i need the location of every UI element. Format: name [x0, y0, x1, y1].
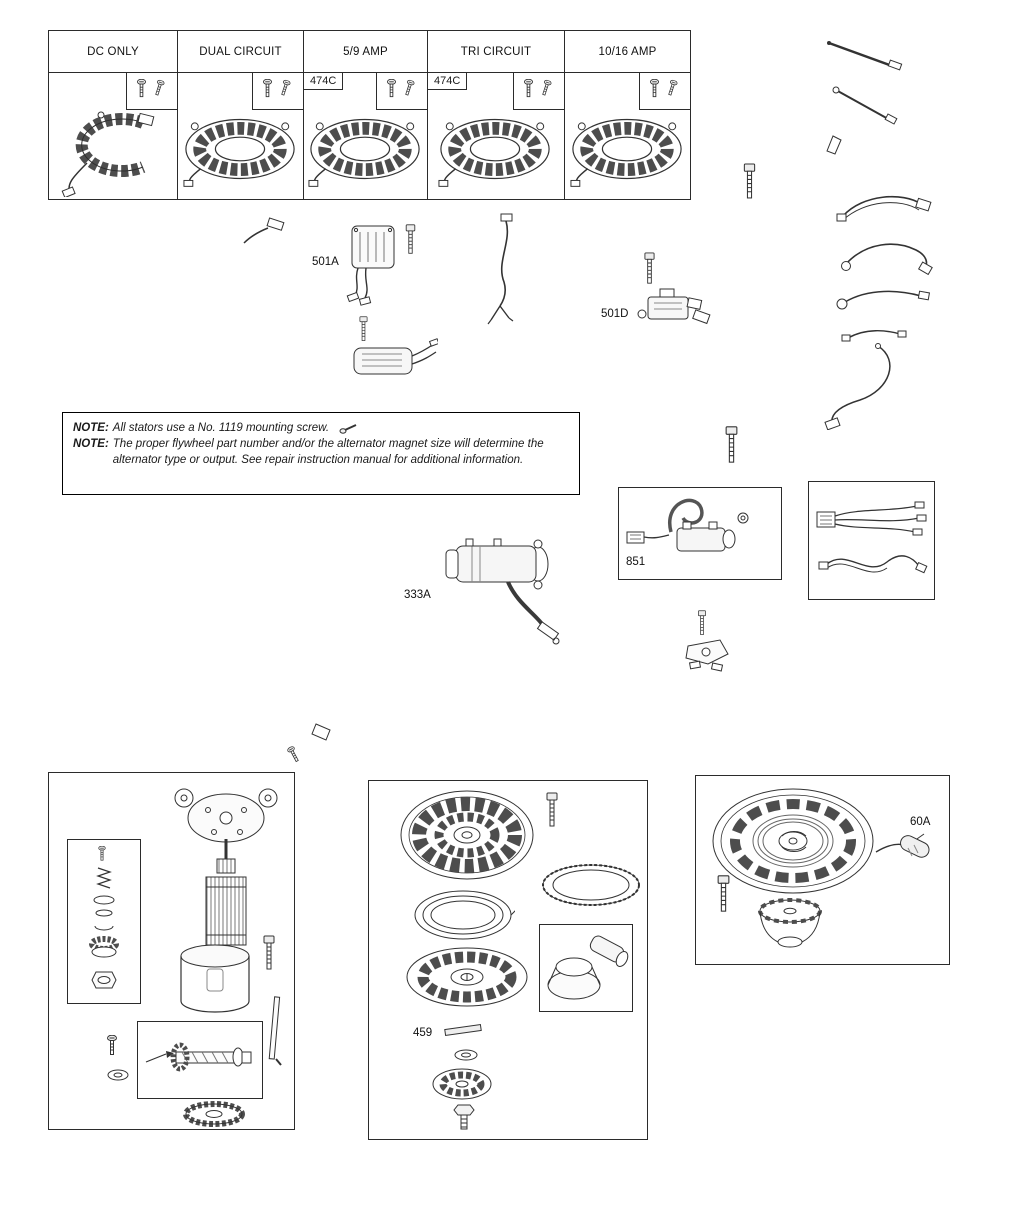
- note-line-1: NOTE: All stators use a No. 1119 mountin…: [73, 420, 569, 436]
- part-tag-474c: 474C: [427, 72, 468, 90]
- label-459: 459: [413, 1027, 433, 1039]
- wire-clip-illustration: [243, 217, 285, 244]
- panel-label: 5/9 AMP: [343, 45, 388, 58]
- regulator-501d-illustration: [637, 288, 711, 325]
- stop-switch-illustration: [626, 498, 749, 552]
- brace-strip-illustration: [268, 996, 282, 1066]
- mounting-screw-inset: [376, 73, 427, 110]
- starter-drive-illustration: [145, 1042, 252, 1072]
- flywheel-illustration: [406, 947, 528, 1007]
- starter-cup-illustration: [758, 898, 822, 948]
- mounting-screw-inset: [639, 73, 690, 110]
- note-box: NOTE: All stators use a No. 1119 mountin…: [62, 412, 580, 495]
- screw-illustration: [405, 224, 416, 254]
- screw-illustration: [644, 252, 655, 284]
- panel-label: DUAL CIRCUIT: [199, 45, 282, 58]
- panel-dc-only: DC ONLY: [48, 30, 178, 200]
- starter-armature-illustration: [205, 839, 247, 965]
- label-60a: 60A: [910, 816, 931, 828]
- flywheel-nut-illustration: [453, 1104, 475, 1130]
- rewind-starter-box: 60A: [695, 775, 950, 965]
- through-bolt-illustration: [263, 935, 275, 970]
- mounting-screw-inset: [126, 73, 177, 110]
- note-line-2: NOTE: The proper flywheel part number an…: [73, 436, 569, 468]
- mounting-screw-inset: [252, 73, 303, 110]
- bracket-illustration: [685, 610, 729, 672]
- starter-hardware-inset: [67, 839, 141, 1004]
- ignition-parts-inset: [539, 924, 633, 1012]
- washer-illustration: [454, 1049, 478, 1061]
- spiral-spring-illustration: [414, 890, 515, 940]
- part-tag-474c: 474C: [303, 72, 344, 90]
- diode-harness-illustration: [487, 213, 514, 325]
- wiring-harness-illustration: [816, 501, 928, 574]
- panel-10-16-amp: 10/16 AMP: [564, 30, 691, 200]
- starter-drive-inset: [137, 1021, 263, 1099]
- cable-rod-illustration: [827, 41, 903, 71]
- panel-5-9-amp: 5/9 AMP 474C: [303, 30, 428, 200]
- dc-only-stator-illustration: [61, 111, 155, 197]
- 10-16-amp-stator-illustration: [568, 107, 686, 189]
- note-prefix: NOTE:: [73, 438, 109, 451]
- panel-tri-circuit: TRI CIRCUIT 474C: [427, 30, 565, 200]
- starter-hardware-illustration: [89, 846, 119, 989]
- harness-loop-illustration: [836, 195, 932, 222]
- label-501d: 501D: [601, 308, 629, 320]
- bolt-illustration: [725, 426, 738, 463]
- washer-illustration: [107, 1069, 129, 1081]
- pinion-gear-illustration: [183, 1101, 245, 1127]
- harness-wire-illustration: [836, 290, 931, 310]
- note-prefix: NOTE:: [73, 422, 109, 434]
- regulator-module-illustration: [353, 316, 438, 375]
- dual-circuit-stator-illustration: [181, 107, 299, 189]
- screw-glyph: [339, 424, 357, 434]
- rewind-starter-illustration: [712, 788, 874, 894]
- screw-illustration: [107, 1035, 117, 1055]
- bolt-illustration: [743, 163, 756, 199]
- electric-starter-box: [48, 772, 295, 1130]
- cable-rod-illustration: [832, 86, 898, 125]
- wiring-harness-box: [808, 481, 935, 600]
- flywheel-box: 459: [368, 780, 648, 1140]
- starter-handle-illustration: [875, 833, 930, 858]
- starter-solenoid-illustration: [445, 538, 560, 645]
- alternator-panel-row: DC ONLY DUAL CIRCUIT: [48, 30, 691, 200]
- fan-retainer-illustration: [432, 1068, 492, 1100]
- blower-fan-illustration: [400, 790, 534, 880]
- starter-housing-illustration: [180, 944, 250, 1013]
- ignition-parts-illustration: [547, 935, 629, 1000]
- tri-circuit-stator-illustration: [436, 107, 554, 189]
- harness-ring-illustration: [841, 243, 933, 276]
- note-text-1: All stators use a No. 1119 mounting scre…: [112, 422, 330, 434]
- panel-label: 10/16 AMP: [598, 45, 657, 58]
- clip-illustration: [826, 135, 842, 155]
- ring-gear-illustration: [542, 864, 640, 906]
- bolt-illustration: [717, 875, 730, 912]
- label-333a: 333A: [404, 589, 431, 601]
- long-wire-illustration: [824, 343, 891, 430]
- panel-label: TRI CIRCUIT: [460, 45, 532, 58]
- panel-dual-circuit: DUAL CIRCUIT: [177, 30, 304, 200]
- flywheel-key-illustration: [444, 1023, 482, 1037]
- bolt-illustration: [546, 792, 558, 827]
- stop-switch-box: 851: [618, 487, 782, 580]
- label-501a: 501A: [312, 256, 339, 268]
- label-851: 851: [626, 556, 646, 568]
- short-wire-illustration: [841, 330, 907, 342]
- panel-label: DC ONLY: [87, 45, 139, 58]
- note-text-2: The proper flywheel part number and/or t…: [112, 438, 544, 467]
- 5-9-amp-stator-illustration: [306, 107, 424, 189]
- regulator-501a-illustration: [346, 225, 395, 306]
- small-fastener-group: [286, 723, 331, 764]
- mounting-screw-inset: [513, 73, 564, 110]
